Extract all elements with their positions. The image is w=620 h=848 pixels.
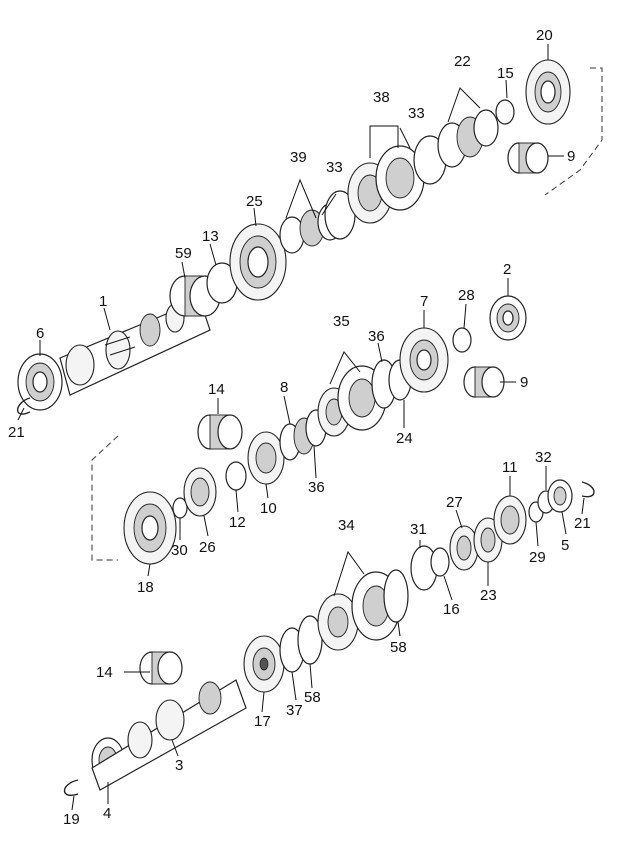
part-15-ring xyxy=(495,99,515,125)
callout-34: 34 xyxy=(338,517,355,534)
part-27-gear xyxy=(449,525,479,571)
callout-6: 6 xyxy=(36,325,44,342)
callout-21-bottom: 21 xyxy=(574,515,591,532)
callout-36-a: 36 xyxy=(368,328,385,345)
leader-lines xyxy=(17,44,585,811)
dashed-bracket-top xyxy=(544,67,603,196)
callout-1: 1 xyxy=(99,293,107,310)
callout-20: 20 xyxy=(536,27,553,44)
part-35-synchro-hub xyxy=(317,365,387,437)
callout-33-b: 33 xyxy=(408,105,425,122)
callout-22: 22 xyxy=(454,53,471,70)
callout-13: 13 xyxy=(202,228,219,245)
callout-33-a: 33 xyxy=(326,159,343,176)
part-28-ring xyxy=(452,327,472,353)
part-17-gear xyxy=(243,635,285,693)
part-10-gear xyxy=(247,431,285,485)
callout-10: 10 xyxy=(260,500,277,517)
callout-11: 11 xyxy=(502,459,518,476)
callout-35: 35 xyxy=(333,313,350,330)
callout-2: 2 xyxy=(503,261,511,278)
dashed-bracket-middle xyxy=(91,435,119,561)
callout-5: 5 xyxy=(561,537,569,554)
bottom-shaft-assembly xyxy=(63,479,595,796)
part-22-synchro-rings xyxy=(437,109,499,168)
part-38-synchro-hub xyxy=(347,145,425,224)
part-18-gear xyxy=(123,491,177,565)
callout-27: 27 xyxy=(446,494,463,511)
part-1-input-shaft xyxy=(59,299,211,396)
callout-36-b: 36 xyxy=(308,479,325,496)
callout-8: 8 xyxy=(280,379,288,396)
part-11-gear xyxy=(493,495,527,545)
part-2-bearing xyxy=(489,295,527,341)
callout-23: 23 xyxy=(480,587,497,604)
part-21-circlip-bottom xyxy=(581,481,595,498)
callout-18: 18 xyxy=(137,579,154,596)
part-5-bearing xyxy=(547,479,573,513)
part-14-needle-bearing-mid xyxy=(197,414,243,450)
callout-28: 28 xyxy=(458,287,475,304)
callout-29: 29 xyxy=(529,549,546,566)
callout-16: 16 xyxy=(443,601,460,618)
callout-14-bottom: 14 xyxy=(96,664,113,681)
callout-14-mid: 14 xyxy=(208,381,225,398)
callout-9-mid: 9 xyxy=(520,374,528,391)
part-12-ring xyxy=(225,461,247,491)
part-9-needle-bearing-top xyxy=(507,142,549,174)
part-25-gear xyxy=(229,223,287,301)
callout-30: 30 xyxy=(171,542,188,559)
middle-assembly xyxy=(91,295,527,565)
callout-4: 4 xyxy=(103,805,111,822)
callout-26: 26 xyxy=(199,539,216,556)
callout-21-top: 21 xyxy=(8,424,25,441)
callout-32: 32 xyxy=(535,449,552,466)
part-20-gear xyxy=(525,59,571,125)
part-58-ring-b xyxy=(383,569,409,623)
callout-12: 12 xyxy=(229,514,246,531)
callout-labels: 1 6 21 59 13 25 39 33 38 33 22 15 20 9 1… xyxy=(8,27,591,828)
callout-24: 24 xyxy=(396,430,413,447)
callout-37: 37 xyxy=(286,702,303,719)
callout-38: 38 xyxy=(373,89,390,106)
part-14-needle-bearing-bottom xyxy=(139,651,183,685)
callout-25: 25 xyxy=(246,193,263,210)
part-6-bearing xyxy=(17,353,63,411)
part-9-needle-bearing-mid xyxy=(463,366,505,398)
top-shaft-assembly xyxy=(16,59,603,415)
callout-19: 19 xyxy=(63,811,80,828)
callout-59: 59 xyxy=(175,245,192,262)
callout-17: 17 xyxy=(254,713,271,730)
callout-31: 31 xyxy=(410,521,427,538)
part-26-gear xyxy=(183,467,217,517)
part-7-gear xyxy=(399,327,449,393)
callout-9-top: 9 xyxy=(567,148,575,165)
callout-3: 3 xyxy=(175,757,183,774)
callout-7: 7 xyxy=(420,293,428,310)
part-16-ring xyxy=(430,547,450,577)
callout-15: 15 xyxy=(497,65,514,82)
callout-58-b: 58 xyxy=(390,639,407,656)
part-21-circlip-top xyxy=(16,397,31,415)
callout-58-a: 58 xyxy=(304,689,321,706)
callout-39: 39 xyxy=(290,149,307,166)
part-19-circlip xyxy=(63,779,79,796)
part-3-output-shaft xyxy=(91,679,247,791)
